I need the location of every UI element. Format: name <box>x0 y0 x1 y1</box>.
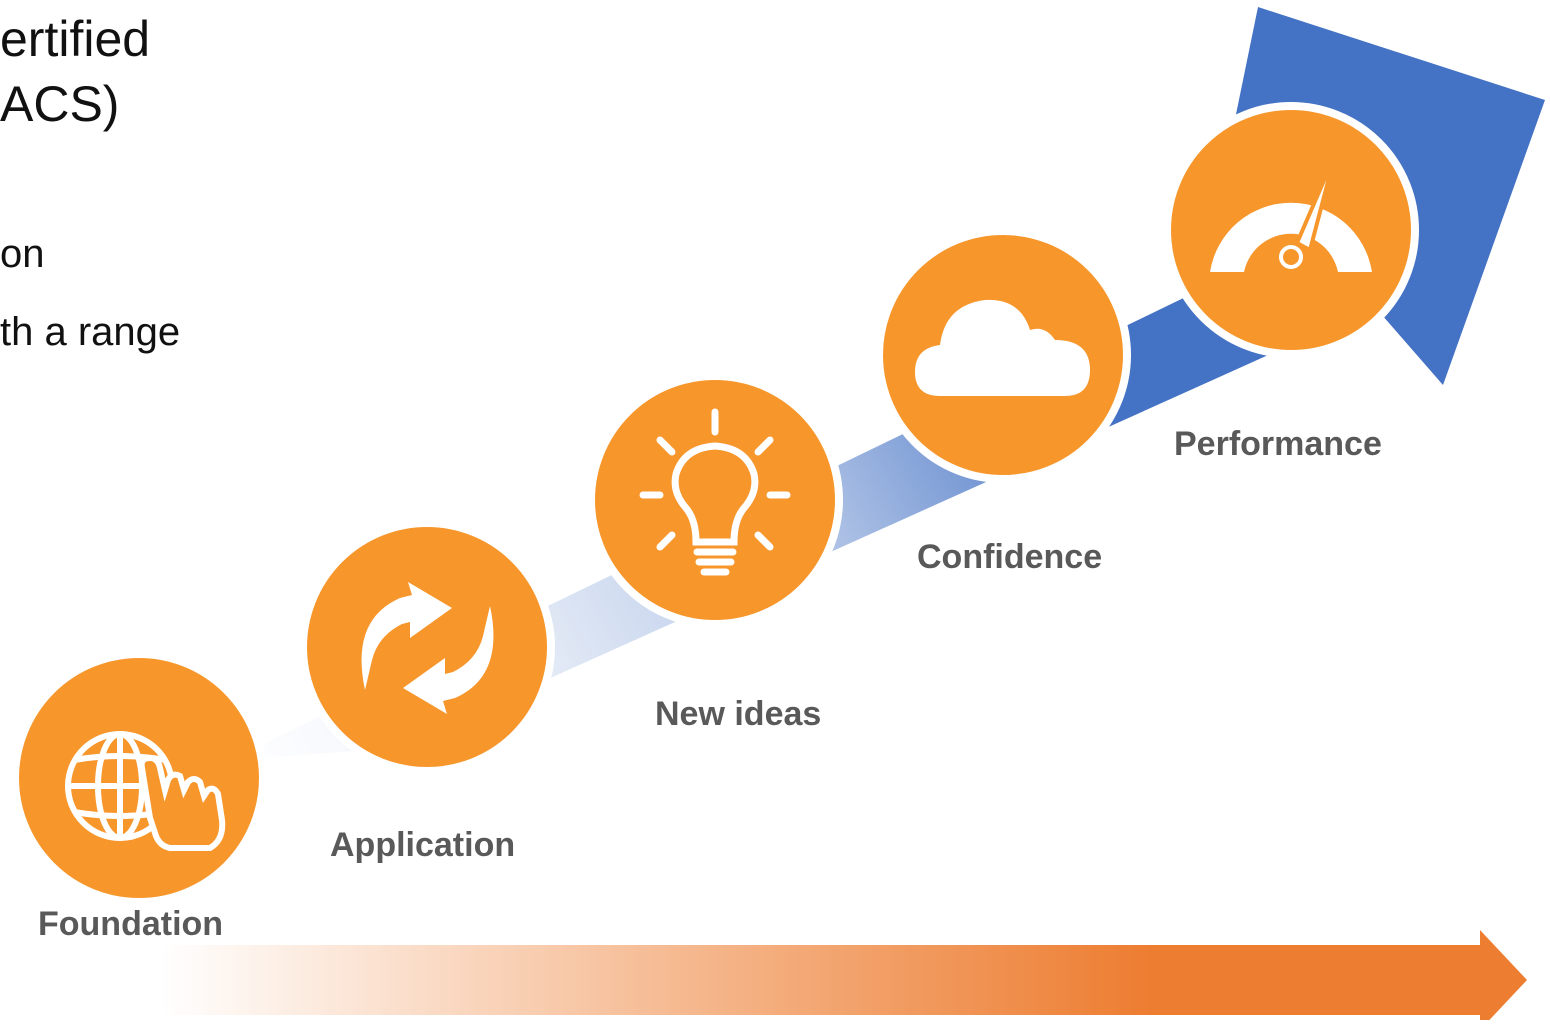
step-circle-application <box>299 519 555 775</box>
bottom-arrow <box>160 930 1527 1025</box>
step-label-confidence: Confidence <box>917 538 1103 576</box>
speedometer-icon <box>1210 154 1372 275</box>
step-label-foundation: Foundation <box>38 905 224 943</box>
refresh-arrows-icon <box>361 582 494 714</box>
rising-arrow <box>230 7 1545 760</box>
intro-line-2: ACS) <box>0 76 120 132</box>
globe-hand-icon <box>65 731 226 851</box>
intro-line-3: on <box>0 232 45 276</box>
intro-line-1: ertified <box>0 11 151 67</box>
intro-line-4: th a range <box>0 310 181 354</box>
step-label-performance: Performance <box>1174 425 1382 463</box>
step-circle-new-ideas <box>587 372 843 628</box>
step-label-application: Application <box>330 826 516 864</box>
lightbulb-icon <box>639 408 791 576</box>
cloud-icon <box>915 299 1090 396</box>
step-label-new-ideas: New ideas <box>655 695 822 733</box>
